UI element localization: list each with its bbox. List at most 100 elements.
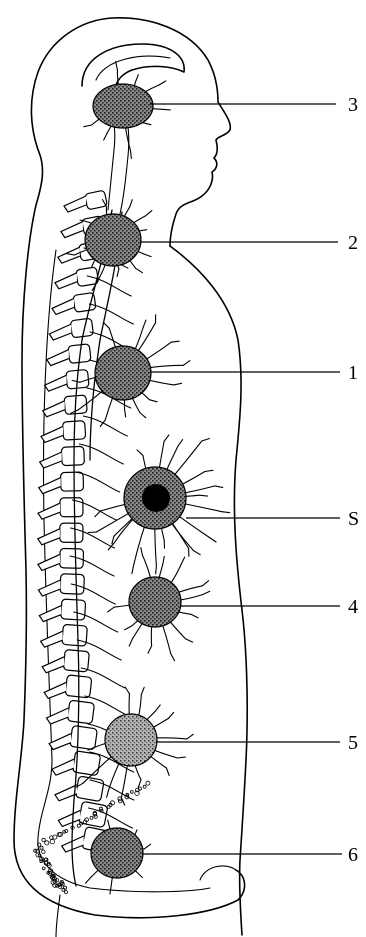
nerve-twig: [143, 123, 151, 125]
nerve-twig: [203, 591, 210, 594]
nerve-twig: [187, 734, 194, 739]
nerve-twig: [108, 607, 115, 612]
plexus-1: [95, 346, 151, 400]
spinous-process: [41, 631, 63, 647]
nerve-twig: [181, 557, 185, 564]
nerve-twig: [129, 639, 132, 646]
nerve-twig: [125, 626, 132, 630]
spinous-process: [39, 606, 61, 622]
plexus-4: [129, 577, 181, 627]
nerve-twig: [107, 790, 109, 798]
spinous-process: [52, 298, 74, 314]
spinous-process: [61, 222, 83, 238]
spinous-process: [49, 324, 71, 340]
nerve-twig: [202, 439, 210, 442]
nerve-twig: [136, 268, 143, 272]
nerve-twig: [191, 614, 198, 618]
nerve-twig: [159, 81, 166, 85]
nerve-twig: [166, 768, 169, 776]
pelvic-dot: [42, 867, 45, 870]
nerve-twig: [148, 646, 152, 653]
nerve-twig: [141, 548, 143, 556]
plexus-s-core: [142, 484, 170, 512]
pelvic-dot: [146, 781, 150, 785]
spinous-process: [47, 350, 69, 366]
nerve-twig: [215, 486, 223, 488]
nerve-twig: [162, 109, 170, 110]
nerve-twig: [137, 450, 143, 455]
label-2: 2: [348, 232, 358, 254]
nerve-twig: [86, 877, 91, 883]
nerve-twig: [185, 639, 192, 642]
nerve-twig: [169, 712, 174, 718]
label-6: 6: [348, 844, 358, 866]
nerve-twig: [200, 495, 208, 496]
vertebra: [61, 446, 84, 465]
spinous-process: [58, 810, 80, 826]
pelvic-dot: [44, 858, 47, 861]
nerve-twig: [174, 383, 182, 385]
plexus-3: [93, 84, 153, 128]
nerve-twig: [183, 361, 190, 366]
nerve-twig: [177, 757, 185, 758]
spinous-process: [38, 580, 60, 596]
nerve-twig: [164, 435, 169, 441]
spinous-process: [38, 503, 60, 519]
spinous-process: [64, 196, 86, 212]
nerve-twig: [137, 872, 143, 878]
vertebra: [67, 700, 94, 724]
nerve-twig: [171, 341, 179, 342]
pelvic-dot: [143, 785, 146, 788]
nerve-twig: [156, 566, 157, 574]
pelvic-dot: [42, 838, 45, 841]
nerve-twig: [202, 581, 208, 586]
label-3: 3: [348, 94, 358, 116]
nerve-twig: [144, 254, 152, 257]
vertebra: [60, 498, 83, 517]
nerve-twig: [92, 260, 95, 267]
nerve-twig: [149, 400, 157, 402]
nerve-twig: [163, 556, 165, 564]
vertebra: [70, 725, 98, 749]
nerve-twig: [222, 512, 230, 513]
label-1: 1: [348, 362, 358, 384]
pelvic-dot: [42, 850, 46, 854]
spinous-process: [45, 375, 67, 391]
nerve-branch: [79, 444, 123, 464]
spinous-process: [55, 273, 77, 289]
vertebra: [60, 523, 83, 542]
spinous-process: [42, 657, 64, 673]
spinous-process: [38, 554, 60, 570]
nerve-twig: [108, 820, 110, 828]
brain: [82, 44, 184, 214]
nerve-twig: [135, 75, 138, 83]
nerve-twig: [138, 780, 141, 788]
nerve-twig: [84, 125, 92, 127]
spinous-process: [58, 247, 80, 263]
plexus-s: [124, 467, 186, 529]
nerve-twig: [171, 654, 175, 661]
nerve-twig: [104, 133, 108, 140]
spinous-process: [49, 734, 71, 750]
nerve-twig: [139, 230, 147, 231]
spinous-process: [52, 759, 74, 775]
nerve-twig: [144, 844, 151, 849]
nerve-twig: [130, 200, 133, 208]
nerve-twig: [110, 886, 111, 894]
nerve-twig: [143, 320, 146, 328]
nerve-twig: [209, 538, 216, 543]
pelvic-dot: [34, 849, 37, 852]
plexus-2: [85, 214, 141, 266]
label-s: S: [348, 508, 359, 530]
pelvic-dot: [40, 846, 43, 849]
nerve-twig: [155, 705, 160, 711]
vertebra: [61, 599, 86, 620]
nerve-twig: [205, 470, 213, 471]
label-5: 5: [348, 732, 358, 754]
vertebra: [62, 624, 88, 646]
spinous-process: [38, 529, 60, 545]
nerve-twig: [117, 269, 119, 277]
nerve-twig: [116, 62, 118, 70]
nerve-twig: [141, 687, 144, 695]
